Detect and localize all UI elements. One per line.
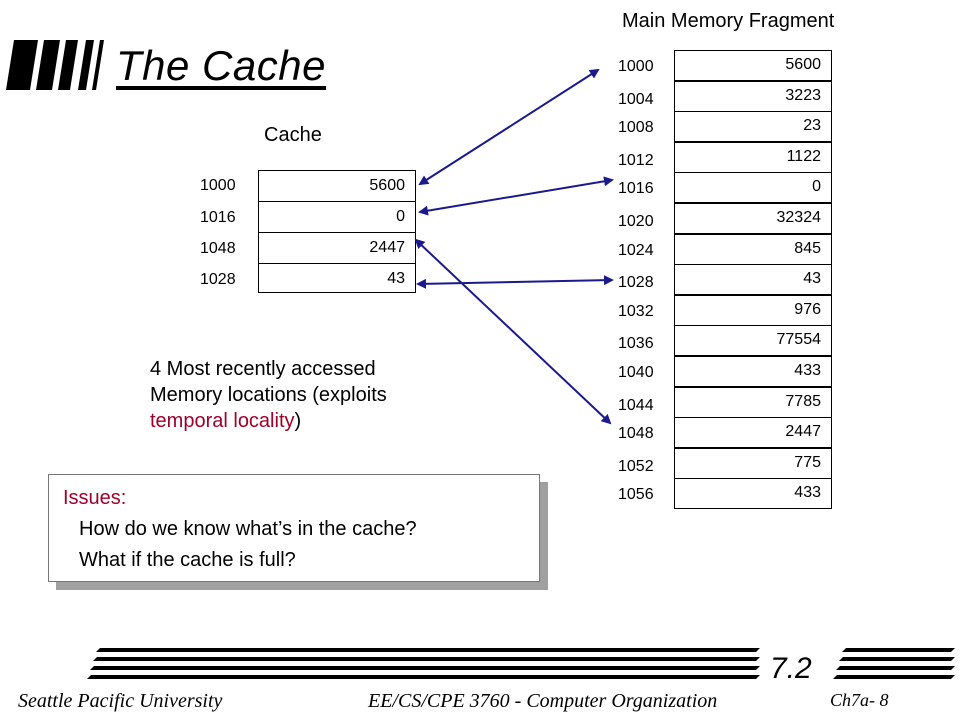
cache-address: 1016 (200, 209, 236, 226)
footer-decoration-lines (87, 648, 955, 679)
memory-address: 1020 (618, 213, 654, 230)
memory-cell: 433 (674, 356, 832, 387)
footer-university: Seattle Pacific University (18, 690, 223, 712)
page-title: The Cache (116, 42, 326, 89)
memory-cell: 845 (674, 233, 832, 265)
cache-cell: 2447 (258, 232, 416, 264)
memory-address: 1048 (618, 425, 654, 443)
memory-address: 1028 (618, 274, 654, 292)
cache-address: 1048 (200, 240, 236, 257)
memory-cell: 976 (674, 294, 832, 326)
memory-address: 1044 (618, 396, 654, 414)
memory-address: 1016 (618, 180, 654, 198)
memory-address: 1040 (618, 364, 654, 381)
memory-address: 1024 (618, 241, 654, 259)
cache-label: Cache (264, 124, 322, 146)
note-line: Memory locations (exploits (150, 384, 387, 406)
arrow-1028 (416, 275, 614, 289)
memory-address: 1032 (618, 302, 654, 320)
note-highlight: temporal locality (150, 410, 295, 432)
section-number: 7.2 (770, 652, 812, 685)
memory-cell: 0 (674, 172, 832, 204)
memory-label: Main Memory Fragment (622, 10, 835, 32)
issues-heading: Issues: (63, 487, 127, 509)
arrow-1016 (418, 176, 614, 216)
memory-cell: 23 (674, 111, 832, 143)
note-line: temporal locality) (150, 408, 387, 434)
memory-address: 1012 (618, 151, 654, 169)
arrow-1000 (418, 68, 600, 186)
note-suffix: ) (294, 410, 302, 432)
memory-cell: 32324 (674, 203, 832, 234)
memory-address: 1004 (618, 90, 654, 108)
title-decoration-bars (6, 40, 104, 90)
memory-address: 1000 (618, 58, 654, 75)
memory-address: 1036 (618, 335, 654, 353)
memory-cell: 3223 (674, 80, 832, 112)
memory-cell: 1122 (674, 141, 832, 173)
locality-note: 4 Most recently accessed Memory location… (150, 356, 387, 434)
memory-cell: 43 (674, 264, 832, 296)
memory-cell: 7785 (674, 386, 832, 418)
memory-cell: 2447 (674, 417, 832, 449)
cache-cell: 0 (258, 201, 416, 233)
memory-address: 1008 (618, 119, 654, 137)
memory-address: 1056 (618, 486, 654, 504)
cache-address: 1028 (200, 271, 236, 288)
cache-address: 1000 (200, 177, 236, 194)
footer-page: Ch7a- 8 (830, 690, 889, 710)
memory-cell: 77554 (674, 325, 832, 357)
issue-item: How do we know what’s in the cache? (79, 518, 417, 540)
memory-address: 1052 (618, 457, 654, 475)
memory-cell: 433 (674, 478, 832, 510)
issues-box: Issues: How do we know what’s in the cac… (48, 474, 540, 582)
arrow-1048 (414, 238, 612, 425)
issue-item: What if the cache is full? (79, 549, 296, 571)
memory-cell: 775 (674, 447, 832, 479)
memory-cell: 5600 (674, 50, 832, 81)
footer-course: EE/CS/CPE 3760 - Computer Organization (368, 690, 718, 712)
note-line: 4 Most recently accessed (150, 358, 376, 380)
